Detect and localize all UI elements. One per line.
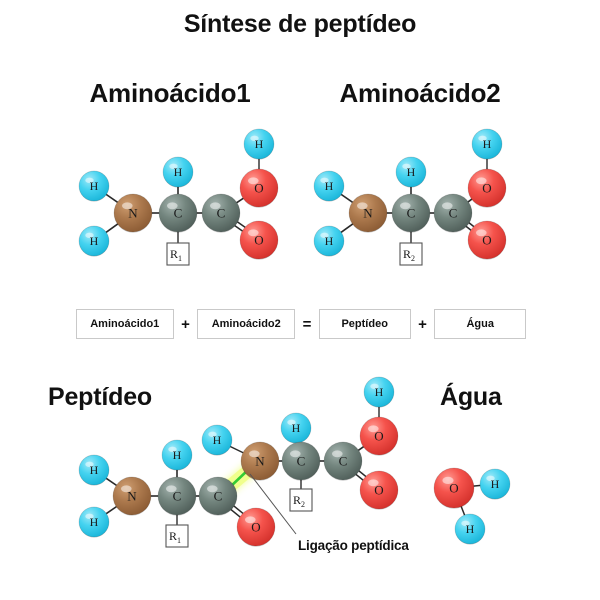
r-group-box: R2	[399, 242, 423, 266]
equation-operator-plus-2: +	[418, 315, 427, 333]
atom-hydrogen: H	[313, 225, 345, 257]
equation-term-peptide: Peptídeo	[318, 309, 411, 339]
atom-oxygen: O	[467, 220, 507, 260]
atom-carbon: C	[157, 476, 197, 516]
atom-nitrogen: N	[113, 193, 153, 233]
atom-carbon: C	[391, 193, 431, 233]
bond-line	[104, 222, 120, 235]
reaction-equation: Aminoácido1 + Aminoácido2 = Peptídeo + Á…	[76, 308, 526, 340]
page-title: Síntese de peptídeo	[183, 10, 417, 38]
atom-oxygen: O	[433, 467, 475, 509]
atom-oxygen: O	[239, 168, 279, 208]
atom-oxygen: O	[236, 507, 276, 547]
atom-hydrogen: H	[395, 156, 427, 188]
atom-oxygen: O	[467, 168, 507, 208]
annotation-leader-line	[249, 473, 297, 535]
atom-carbon: C	[323, 441, 363, 481]
peptide-bond-label: Ligação peptídica	[298, 538, 409, 553]
r-group-box: R1	[166, 242, 190, 266]
atom-hydrogen: H	[243, 128, 275, 160]
atom-carbon: C	[433, 193, 473, 233]
bond-line	[104, 476, 119, 488]
bond-line	[339, 192, 355, 204]
equation-term-aminoacid1: Aminoácido1	[76, 309, 174, 339]
atom-hydrogen: H	[471, 128, 503, 160]
water-title: Água	[440, 383, 502, 411]
bond-line	[228, 445, 246, 455]
atom-hydrogen: H	[78, 170, 110, 202]
equation-operator-equals: =	[302, 315, 312, 333]
atom-hydrogen: H	[479, 468, 511, 500]
atom-hydrogen: H	[78, 454, 110, 486]
atom-carbon: C	[158, 193, 198, 233]
atom-carbon: C	[201, 193, 241, 233]
atom-hydrogen: H	[78, 506, 110, 538]
bond-line	[339, 222, 355, 235]
atom-hydrogen: H	[454, 513, 486, 545]
atom-hydrogen: H	[162, 156, 194, 188]
peptide-title: Peptídeo	[48, 383, 152, 411]
aminoacid1-title: Aminoácido1	[89, 78, 251, 108]
atom-oxygen: O	[239, 220, 279, 260]
bond-line	[459, 504, 466, 518]
atom-oxygen: O	[359, 470, 399, 510]
bond-line	[104, 192, 120, 204]
r-group-box: R2	[289, 488, 313, 512]
atom-hydrogen: H	[201, 424, 233, 456]
atom-nitrogen: N	[348, 193, 388, 233]
equation-term-aminoacid2: Aminoácido2	[197, 309, 296, 339]
atom-nitrogen: N	[112, 476, 152, 516]
overlay-layer	[249, 473, 297, 535]
atom-hydrogen: H	[363, 376, 395, 408]
atom-carbon: C	[198, 476, 238, 516]
atom-oxygen: O	[359, 416, 399, 456]
equation-operator-plus-1: +	[181, 315, 190, 333]
bond-line	[104, 504, 119, 516]
equation-term-water: Água	[434, 309, 526, 339]
atom-carbon: C	[281, 441, 321, 481]
atom-hydrogen: H	[313, 170, 345, 202]
atom-hydrogen: H	[280, 412, 312, 444]
atom-hydrogen: H	[78, 225, 110, 257]
r-group-box: R1	[165, 524, 189, 548]
atom-nitrogen: N	[240, 441, 280, 481]
atom-hydrogen: H	[161, 439, 193, 471]
aminoacid2-title: Aminoácido2	[339, 78, 501, 108]
